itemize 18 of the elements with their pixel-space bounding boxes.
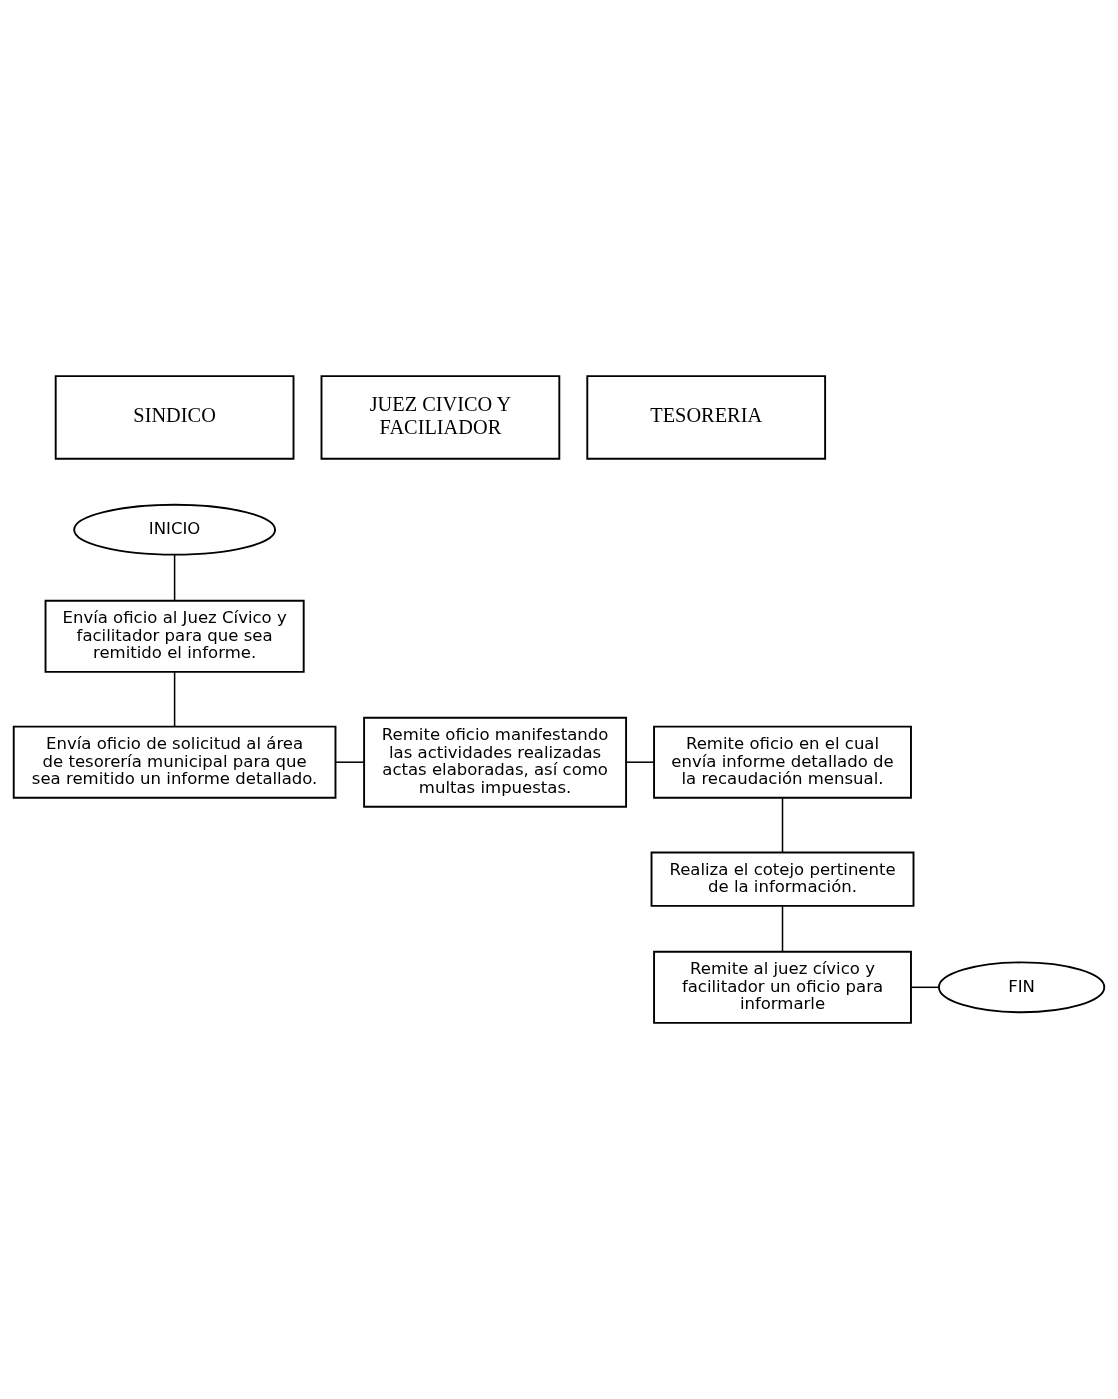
node-box: SINDICO (54, 375, 295, 460)
connector (910, 986, 940, 989)
node-box: Remite oficio en el cual envía informe detallado de la recaudación mensual. (653, 725, 912, 799)
node-box: Remite al juez cívico y facilitador un oficio para informarle (653, 950, 912, 1024)
connector (781, 905, 784, 953)
connector (335, 761, 365, 763)
node-box: TESORERIA (586, 375, 827, 460)
node-ellipse: INICIO (73, 503, 277, 556)
node-box: Remite oficio manifestando las actividades realizadas actas elaboradas, así como multas impuestas. (363, 716, 628, 808)
connector (173, 671, 176, 728)
node-box: JUEZ CIVICO Y FACILIADOR (320, 375, 561, 460)
connector (781, 797, 784, 854)
connector (625, 761, 655, 763)
node-ellipse: FIN (938, 961, 1106, 1014)
node-box: Envía oficio al Juez Cívico y facilitador para que sea remitido el informe. (44, 599, 305, 673)
node-box: Envía oficio de solicitud al área de tesorería municipal para que sea remitido un informe detallado. (12, 725, 337, 799)
connector (173, 554, 176, 602)
node-box: Realiza el cotejo pertinente de la información. (650, 851, 915, 907)
